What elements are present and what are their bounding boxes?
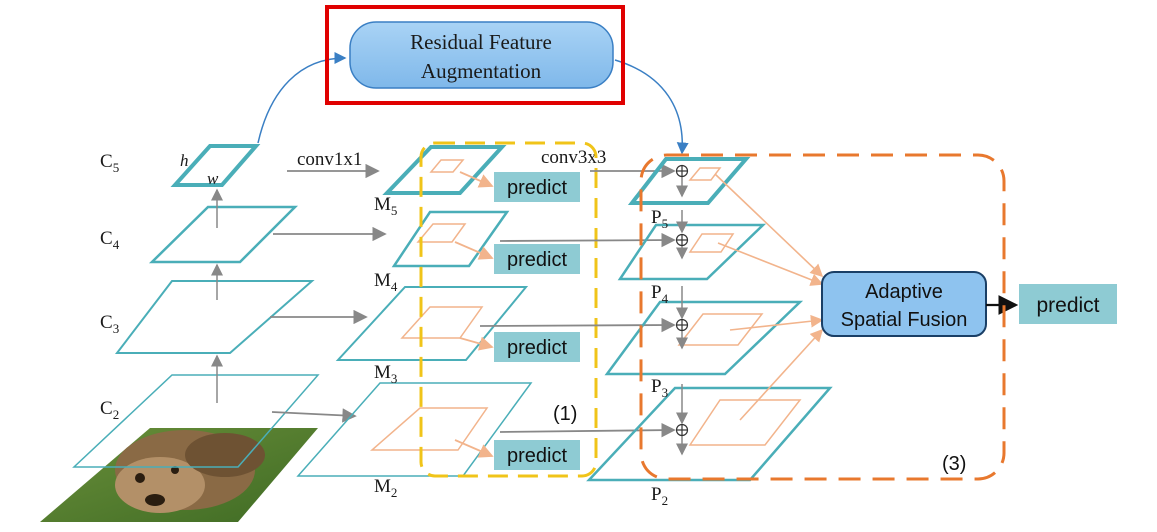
predict-label-m3: predict xyxy=(507,337,567,359)
p4-plane xyxy=(617,223,767,281)
predict-label-m2: predict xyxy=(507,445,567,467)
region-3-frame xyxy=(639,153,1006,481)
rfa-highlight-frame xyxy=(325,5,625,105)
asf-label-line1: Adaptive xyxy=(865,281,943,303)
conv3x3-label: conv3x3 xyxy=(541,147,606,168)
c3-label: C3 xyxy=(100,312,119,336)
c5-label: C5 xyxy=(100,151,119,175)
conv1x1-label: conv1x1 xyxy=(297,149,362,170)
predict-box-final xyxy=(1019,284,1117,324)
m4-label: M4 xyxy=(374,270,398,294)
p5-plane xyxy=(627,157,751,205)
c5-plane xyxy=(170,144,261,187)
c4-label: C4 xyxy=(100,228,120,252)
p5-label: P5 xyxy=(651,207,668,231)
p2-label: P2 xyxy=(651,484,668,508)
region-1-label: (1) xyxy=(553,403,577,425)
p3-label: P3 xyxy=(651,376,668,400)
rfa-label-line1: Residual Feature xyxy=(410,30,552,54)
predict-label-m5: predict xyxy=(507,177,567,199)
rfa-box xyxy=(349,21,614,89)
m-predict-boxes: predict predict predict predict xyxy=(494,172,580,470)
region-1-frame xyxy=(419,141,598,478)
m4-plane xyxy=(391,210,510,268)
p-planes xyxy=(586,157,833,482)
m3-label: M3 xyxy=(374,362,397,386)
predict-box-m5 xyxy=(494,172,580,202)
c2-plane xyxy=(72,374,320,468)
bear-photo-image xyxy=(40,428,318,522)
height-label: h xyxy=(180,151,189,170)
m5-label: M5 xyxy=(374,194,397,218)
m3-plane xyxy=(335,286,529,361)
rfa-label-line2: Augmentation xyxy=(421,59,542,83)
p3-plane xyxy=(604,300,804,376)
c3-plane xyxy=(114,280,315,354)
c2-label: C2 xyxy=(100,398,119,422)
predict-label-m4: predict xyxy=(507,249,567,271)
asf-label-line2: Spatial Fusion xyxy=(841,309,968,331)
region-3-label: (3) xyxy=(942,453,966,475)
p2-plane xyxy=(586,386,833,482)
predict-label-final: predict xyxy=(1036,294,1099,317)
predict-box-m3 xyxy=(494,332,580,362)
backbone-planes xyxy=(72,144,320,468)
predict-box-m4 xyxy=(494,244,580,274)
c4-plane xyxy=(148,205,299,264)
predict-box-m2 xyxy=(494,440,580,470)
m2-label: M2 xyxy=(374,476,397,500)
p4-label: P4 xyxy=(651,282,669,306)
width-label: w xyxy=(207,169,219,188)
m5-plane xyxy=(382,145,507,195)
